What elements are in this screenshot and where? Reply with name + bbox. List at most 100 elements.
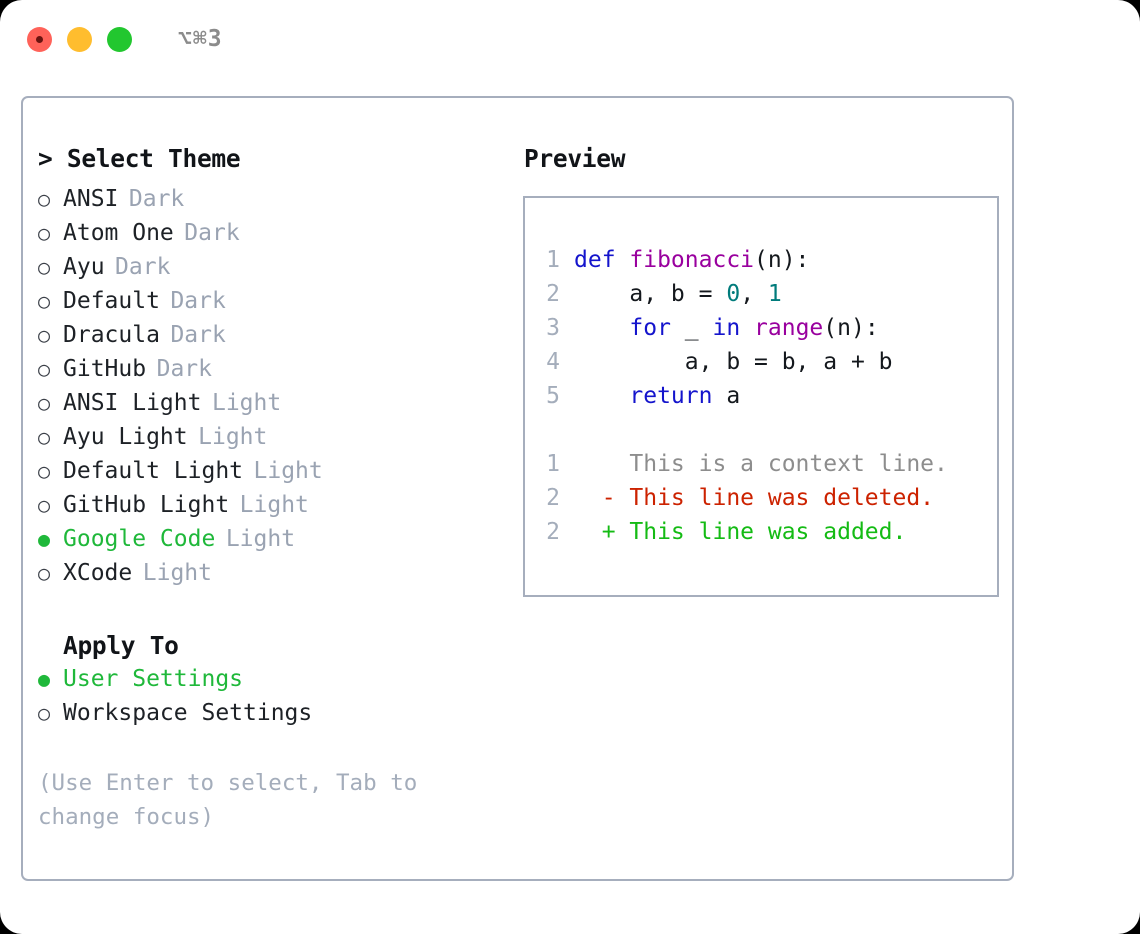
theme-option-category: Light	[142, 560, 212, 586]
keyboard-shortcut-label: ⌥⌘3	[178, 26, 223, 52]
theme-option-ansi-light[interactable]: ○ ANSI Light Light	[38, 386, 508, 420]
token-kw: in	[712, 315, 741, 341]
theme-option-category: Dark	[115, 254, 171, 280]
radio-unselected-icon: ○	[38, 221, 51, 245]
line-number: 3	[546, 315, 560, 341]
line-number: 2	[546, 281, 560, 307]
theme-option-category: Dark	[170, 322, 226, 348]
title-bar: ⌥⌘3	[0, 0, 1140, 78]
code-line-text: a, b = 0, 1	[574, 277, 782, 311]
theme-option-category: Dark	[184, 220, 240, 246]
line-number: 2	[546, 519, 560, 545]
line-number: 5	[546, 383, 560, 409]
token-num: 1	[767, 281, 782, 307]
theme-option-label: XCode	[63, 560, 133, 586]
radio-unselected-icon: ○	[38, 425, 51, 449]
theme-option-category: Light	[253, 458, 323, 484]
token-fn: range	[754, 315, 824, 341]
token-plain: (n):	[823, 315, 879, 341]
theme-option-category: Light	[198, 424, 268, 450]
theme-option-label: Default	[63, 288, 160, 314]
token-plain	[574, 315, 629, 341]
theme-option-category: Dark	[156, 356, 212, 382]
code-line-text: def fibonacci(n):	[574, 243, 809, 277]
diff-line-text: This is a context line.	[574, 451, 948, 477]
radio-unselected-icon: ○	[38, 391, 51, 415]
token-num: 0	[726, 281, 741, 307]
diff-sample: 1 This is a context line.2 - This line w…	[543, 447, 997, 549]
code-line: 2 a, b = 0, 1	[543, 277, 997, 311]
radio-selected-icon: ●	[38, 527, 51, 551]
radio-unselected-icon: ○	[38, 289, 51, 313]
theme-option-atom-one[interactable]: ○ Atom One Dark	[38, 216, 508, 250]
theme-option-ayu-light[interactable]: ○ Ayu Light Light	[38, 420, 508, 454]
diff-line-del: 2 - This line was deleted.	[543, 481, 997, 515]
theme-option-label: Google Code	[63, 526, 216, 552]
diff-line-text: - This line was deleted.	[574, 485, 935, 511]
token-plain	[740, 315, 754, 341]
code-line: 3 for _ in range(n):	[543, 311, 997, 345]
apply-to-list[interactable]: ● User Settings ○ Workspace Settings	[38, 662, 508, 730]
code-spacer	[543, 413, 997, 447]
token-plain: a	[712, 383, 741, 409]
theme-option-label: Ayu Light	[63, 424, 188, 450]
code-line: 5 return a	[543, 379, 997, 413]
radio-unselected-icon: ○	[38, 323, 51, 347]
theme-option-category: Dark	[128, 186, 185, 212]
close-button[interactable]	[27, 26, 52, 52]
theme-option-ansi[interactable]: ○ ANSI Dark	[38, 182, 508, 216]
theme-option-label: Dracula	[63, 322, 160, 348]
theme-option-label: Default Light	[63, 458, 244, 484]
code-line-text: for _ in range(n):	[574, 311, 879, 345]
radio-selected-icon: ●	[38, 667, 51, 691]
line-number: 2	[546, 485, 560, 511]
token-plain: ,	[740, 281, 768, 307]
theme-option-category: Light	[239, 492, 309, 518]
token-fn: fibonacci	[629, 247, 755, 273]
theme-option-label: ANSI Light	[63, 390, 202, 416]
line-number: 1	[546, 451, 560, 477]
theme-option-google-code[interactable]: ● Google Code Light	[38, 522, 508, 556]
select-theme-header: > Select Theme	[38, 144, 241, 173]
line-number: 1	[546, 247, 560, 273]
theme-option-category: Light	[225, 526, 296, 552]
theme-option-label: Ayu	[63, 254, 105, 280]
theme-option-category: Light	[211, 390, 282, 416]
traffic-lights	[27, 26, 132, 52]
diff-line-add: 2 + This line was added.	[543, 515, 997, 549]
diff-line-ctx: 1 This is a context line.	[543, 447, 997, 481]
radio-unselected-icon: ○	[38, 459, 51, 483]
token-kw: return	[629, 383, 713, 409]
apply-to-option-user-settings[interactable]: ● User Settings	[38, 662, 508, 696]
token-plain	[574, 383, 629, 409]
radio-unselected-icon: ○	[38, 187, 51, 211]
theme-option-dracula[interactable]: ○ Dracula Dark	[38, 318, 508, 352]
theme-option-default-light[interactable]: ○ Default Light Light	[38, 454, 508, 488]
token-kw: for	[629, 315, 671, 341]
minimize-button[interactable]	[67, 26, 92, 52]
radio-unselected-icon: ○	[38, 493, 51, 517]
apply-to-option-label: Workspace Settings	[63, 700, 313, 726]
token-plain: _	[670, 315, 713, 341]
apply-to-header: Apply To	[63, 631, 179, 660]
token-plain: (n):	[754, 247, 810, 273]
keyboard-hint-text: (Use Enter to select, Tab to change focu…	[38, 770, 418, 830]
radio-unselected-icon: ○	[38, 701, 51, 725]
theme-option-label: Atom One	[63, 220, 174, 246]
theme-option-label: ANSI	[63, 186, 119, 212]
diff-line-text: + This line was added.	[574, 519, 907, 545]
apply-to-option-workspace-settings[interactable]: ○ Workspace Settings	[38, 696, 508, 730]
apply-to-option-label: User Settings	[63, 666, 244, 692]
code-line: 4 a, b = b, a + b	[543, 345, 997, 379]
maximize-button[interactable]	[107, 26, 132, 52]
